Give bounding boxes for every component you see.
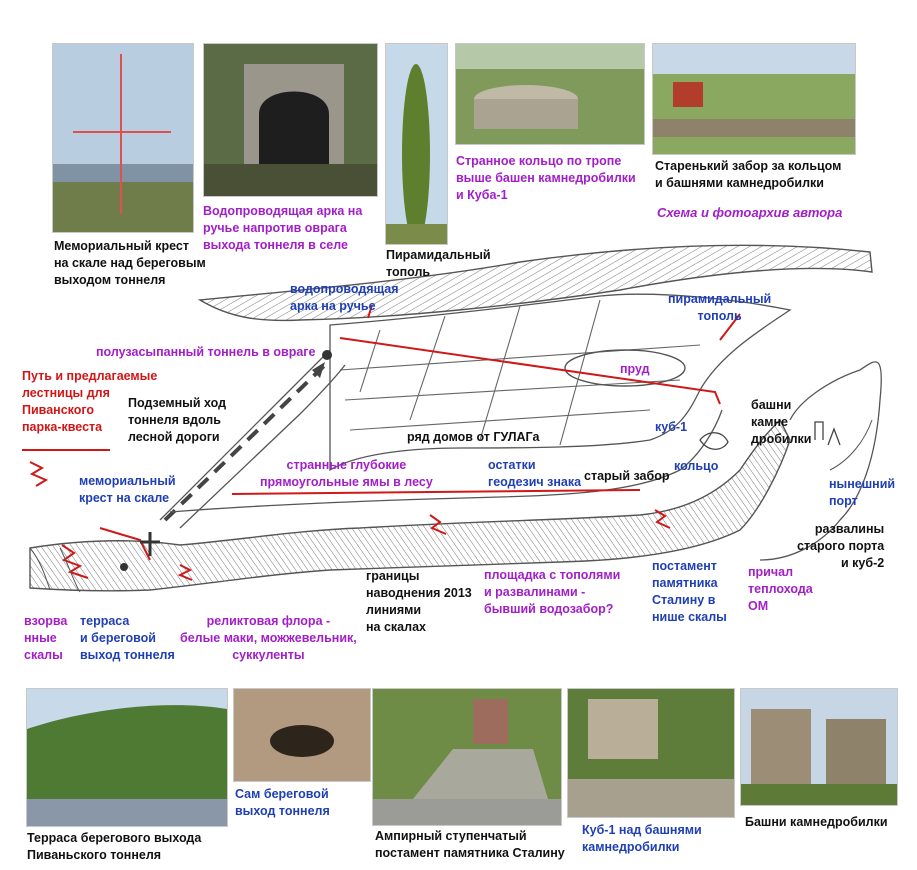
- photo-aqueduct-arch: [203, 43, 378, 197]
- caption-cube1: Куб-1 над башнями камнедробилки: [582, 823, 702, 854]
- photo-tunnel-exit: [233, 688, 371, 782]
- caption-poplar: Пирамидальный тополь: [386, 248, 491, 279]
- tunnel-route: [163, 363, 327, 522]
- photo-towers: [740, 688, 898, 806]
- photo-memorial-cross: [52, 43, 194, 233]
- photo-cube1: [567, 688, 735, 818]
- forest-road: [159, 349, 331, 521]
- label-old-port: развалины старого порта и куб-2: [797, 522, 885, 570]
- label-relict: реликтовая флора - белые маки, можжевель…: [180, 614, 357, 662]
- label-current-port: нынешний порт: [829, 477, 896, 508]
- label-geodesic: остатки геодезич знака: [488, 458, 582, 489]
- photo-ring: [455, 43, 645, 145]
- field-lines: [339, 299, 701, 446]
- caption-terrace: Терраса берегового выхода Пиваньского то…: [27, 831, 202, 862]
- tower-marks: [699, 421, 841, 450]
- label-poplar: пирамидальный тополь: [668, 292, 772, 323]
- label-houses: ряд домов от ГУЛАГа: [407, 430, 540, 444]
- label-arch-stream: водопроводящая арка на ручье: [290, 282, 399, 313]
- fields-area: [329, 293, 792, 472]
- hillside-top: [197, 244, 873, 322]
- label-blasted: взорва нные скалы: [24, 614, 68, 662]
- shoreline-strip: [29, 418, 791, 592]
- caption-old-fence: Старенький забор за кольцом и башнями ка…: [655, 159, 842, 190]
- photo-poplar: [385, 43, 448, 245]
- memorial-cross-mark: [140, 532, 160, 556]
- label-old-fence: старый забор: [584, 469, 670, 483]
- stair-symbols: [29, 461, 671, 581]
- label-towers: башни камне дробилки: [751, 398, 812, 446]
- label-terrace-exit: терраса и береговой выход тоннеля: [80, 614, 175, 662]
- photo-terrace: [26, 688, 228, 827]
- label-pond: пруд: [620, 362, 650, 376]
- label-half-tunnel: полузасыпанный тоннель в овраге: [96, 345, 316, 359]
- caption-memorial-cross: Мемориальный крест на скале над береговы…: [54, 239, 206, 287]
- label-memorial: мемориальный крест на скале: [79, 474, 176, 505]
- tunnel-mouth: [322, 350, 332, 360]
- label-pier: причал теплохода ОМ: [748, 565, 813, 613]
- route-lines: [22, 304, 741, 561]
- label-underground: Подземный ход тоннеля вдоль лесной дорог…: [128, 396, 227, 444]
- label-ring: кольцо: [674, 459, 719, 473]
- label-pits: странные глубокие прямоугольные ямы в ле…: [260, 458, 433, 489]
- caption-pedestal: Ампирный ступенчатый постамент памятника…: [375, 829, 565, 860]
- label-stalin-pedestal: постамент памятника Сталину в нише скалы: [652, 559, 727, 624]
- caption-tunnel-exit: Сам береговой выход тоннеля: [235, 787, 330, 818]
- photo-old-fence: [652, 43, 856, 155]
- right-coast: [759, 361, 882, 561]
- label-poplars-site: площадка с тополями и развалинами - бывш…: [484, 568, 621, 616]
- label-route: Путь и предлагаемые лестницы для Пиванск…: [22, 369, 158, 434]
- author-credit: Схема и фотоархив автора: [657, 205, 843, 220]
- caption-ring: Странное кольцо по тропе выше башен камн…: [456, 154, 636, 202]
- caption-towers: Башни камнедробилки: [745, 815, 888, 829]
- label-cube1: куб-1: [655, 420, 688, 434]
- caption-aqueduct-arch: Водопроводящая арка на ручье напротив ов…: [203, 204, 363, 252]
- pond-shape: [564, 349, 686, 387]
- photo-pedestal: [372, 688, 562, 826]
- label-flood: границы наводнения 2013 линиями на скала…: [366, 569, 472, 634]
